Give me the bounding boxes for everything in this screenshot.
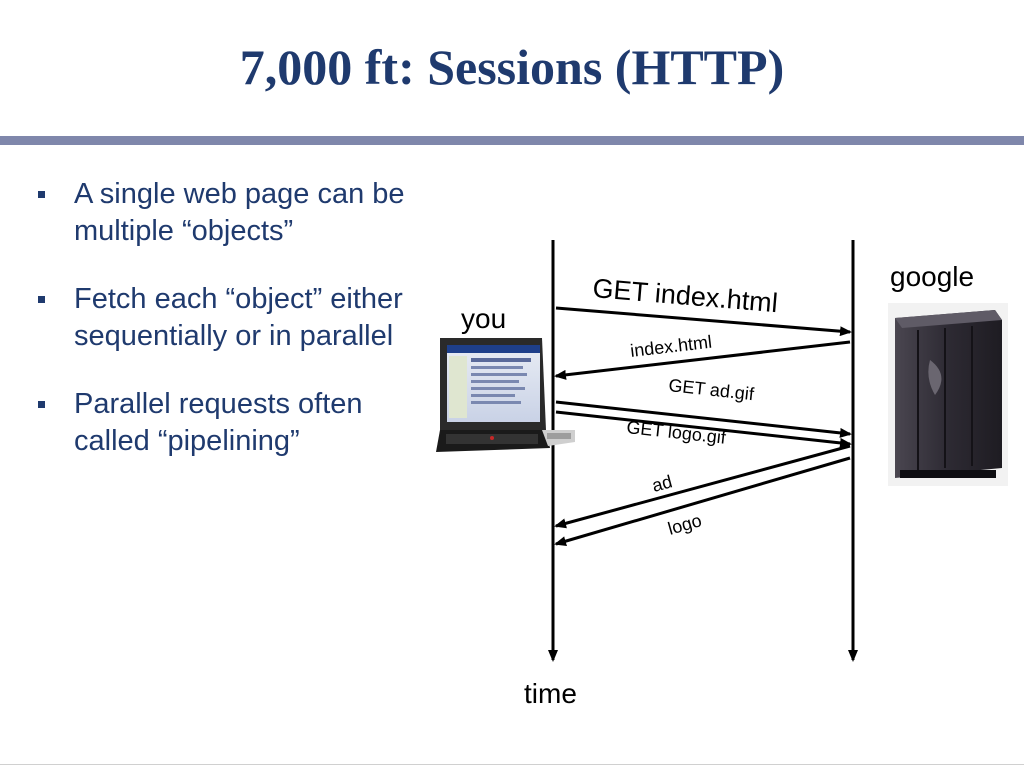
- server-tower-icon: [888, 303, 1008, 486]
- bullet-item: Fetch each “object” either sequentially …: [36, 281, 406, 355]
- arrow-get-index: [555, 306, 852, 337]
- bullet-item: Parallel requests often called “pipelini…: [36, 386, 406, 460]
- title-divider: [0, 136, 1024, 145]
- bullet-square-icon: [38, 296, 45, 303]
- message-label-index-html: index.html: [629, 332, 713, 361]
- slide-title: 7,000 ft: Sessions (HTTP): [239, 39, 785, 95]
- message-label-get-ad: GET ad.gif: [668, 375, 756, 404]
- client-label: you: [461, 303, 506, 334]
- bullet-text: Parallel requests often called “pipelini…: [74, 388, 363, 457]
- bullet-list: A single web page can be multiple “objec…: [36, 176, 406, 491]
- bullet-text: A single web page can be multiple “objec…: [74, 178, 405, 247]
- bullet-text: Fetch each “object” either sequentially …: [74, 283, 403, 352]
- laptop-icon: [436, 338, 575, 452]
- time-label: time: [524, 678, 577, 709]
- arrow-index-html: [554, 340, 851, 380]
- message-label-ad: ad: [650, 471, 675, 496]
- server-label: google: [890, 261, 974, 292]
- arrow-get-logo: [555, 410, 852, 448]
- message-label-logo: logo: [666, 510, 704, 539]
- arrow-ad: [554, 444, 851, 529]
- message-label-get-logo: GET logo.gif: [626, 417, 728, 448]
- bullet-square-icon: [38, 401, 45, 408]
- message-arrows: [554, 306, 852, 546]
- arrow-get-ad: [555, 400, 852, 438]
- footer-divider: [0, 764, 1024, 765]
- message-label-get-index: GET index.html: [592, 273, 779, 318]
- arrow-logo: [554, 456, 851, 546]
- bullet-item: A single web page can be multiple “objec…: [36, 176, 406, 250]
- bullet-square-icon: [38, 191, 45, 198]
